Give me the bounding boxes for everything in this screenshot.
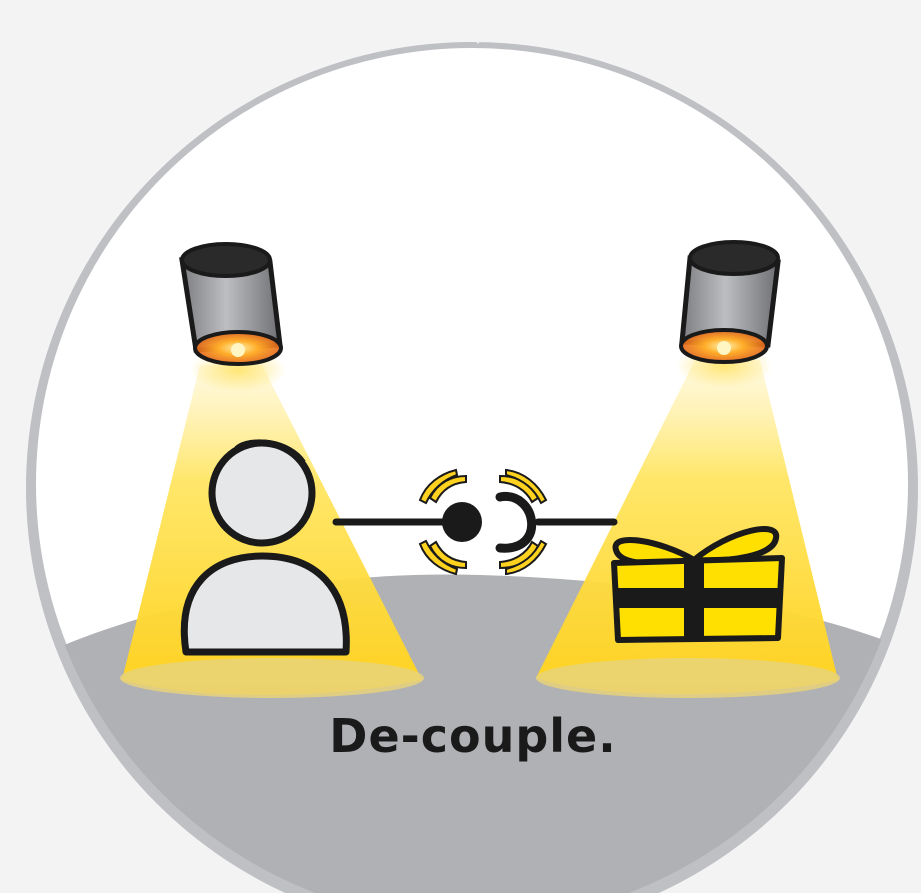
caption-text: De-couple. — [329, 709, 616, 763]
connector-ball — [442, 502, 482, 542]
ring-notch — [458, 18, 488, 44]
left-spotlight-icon — [182, 244, 286, 392]
right-floor-light — [536, 658, 840, 698]
left-floor-light — [120, 658, 424, 698]
right-spotlight-icon — [676, 242, 778, 388]
